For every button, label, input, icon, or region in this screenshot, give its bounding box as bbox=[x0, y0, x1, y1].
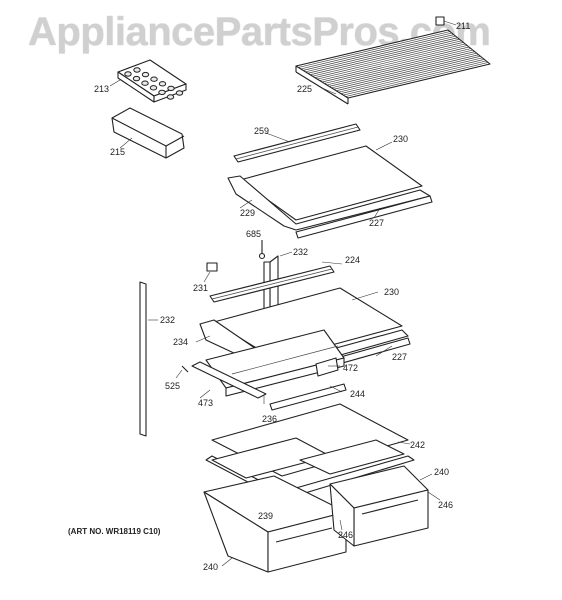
part-224-trim bbox=[209, 261, 343, 303]
callout-259: 259 bbox=[254, 126, 270, 136]
part-232-long-rail bbox=[139, 281, 158, 437]
part-525-screw bbox=[175, 365, 189, 379]
callout-231: 231 bbox=[193, 283, 209, 293]
callout-236: 236 bbox=[262, 414, 278, 424]
art-number: (ART NO. WR18119 C10) bbox=[68, 527, 161, 536]
part-227-rail-top bbox=[295, 195, 433, 239]
callout-230-mid: 230 bbox=[384, 287, 400, 297]
part-240-drawer-left bbox=[203, 475, 347, 573]
callout-525: 525 bbox=[165, 381, 181, 391]
callout-227-top: 227 bbox=[369, 218, 385, 228]
part-240-drawer-right bbox=[329, 465, 433, 547]
part-246-handle-left bbox=[339, 519, 343, 531]
part-213-egg-tray bbox=[109, 59, 187, 103]
callout-227-mid: 227 bbox=[392, 352, 408, 362]
callout-213: 213 bbox=[94, 84, 110, 94]
callout-473: 473 bbox=[198, 398, 214, 408]
callout-472: 472 bbox=[343, 363, 359, 373]
callout-229: 229 bbox=[240, 208, 256, 218]
part-259-trim bbox=[233, 123, 361, 163]
part-685-screw bbox=[258, 240, 266, 260]
callout-230-top: 230 bbox=[393, 134, 409, 144]
part-211-clip bbox=[435, 16, 457, 26]
callout-224: 224 bbox=[345, 255, 361, 265]
part-473-slide-rail bbox=[191, 361, 267, 399]
part-231-clip bbox=[203, 262, 218, 283]
part-230-glass-top bbox=[239, 141, 423, 221]
part-225-wire-shelf bbox=[295, 29, 491, 105]
callout-685: 685 bbox=[246, 229, 262, 239]
callout-215: 215 bbox=[110, 147, 126, 157]
callout-234: 234 bbox=[173, 337, 189, 347]
callout-239: 239 bbox=[258, 511, 274, 521]
callout-232-bracket: 232 bbox=[293, 247, 309, 257]
part-242-cover bbox=[205, 403, 415, 501]
part-215-bin bbox=[111, 107, 185, 159]
part-244-rail bbox=[269, 383, 347, 411]
callout-246-left: 246 bbox=[338, 530, 354, 540]
callout-225: 225 bbox=[297, 84, 313, 94]
callout-232-rail: 232 bbox=[160, 315, 176, 325]
callout-211: 211 bbox=[456, 21, 471, 31]
callout-240-left: 240 bbox=[203, 562, 219, 572]
callout-240-right: 240 bbox=[434, 467, 450, 477]
callout-246-right: 246 bbox=[438, 500, 454, 510]
callout-244: 244 bbox=[350, 389, 366, 399]
callout-242: 242 bbox=[410, 440, 426, 450]
part-246-handle-right bbox=[427, 491, 441, 501]
part-472-slide bbox=[315, 357, 340, 377]
